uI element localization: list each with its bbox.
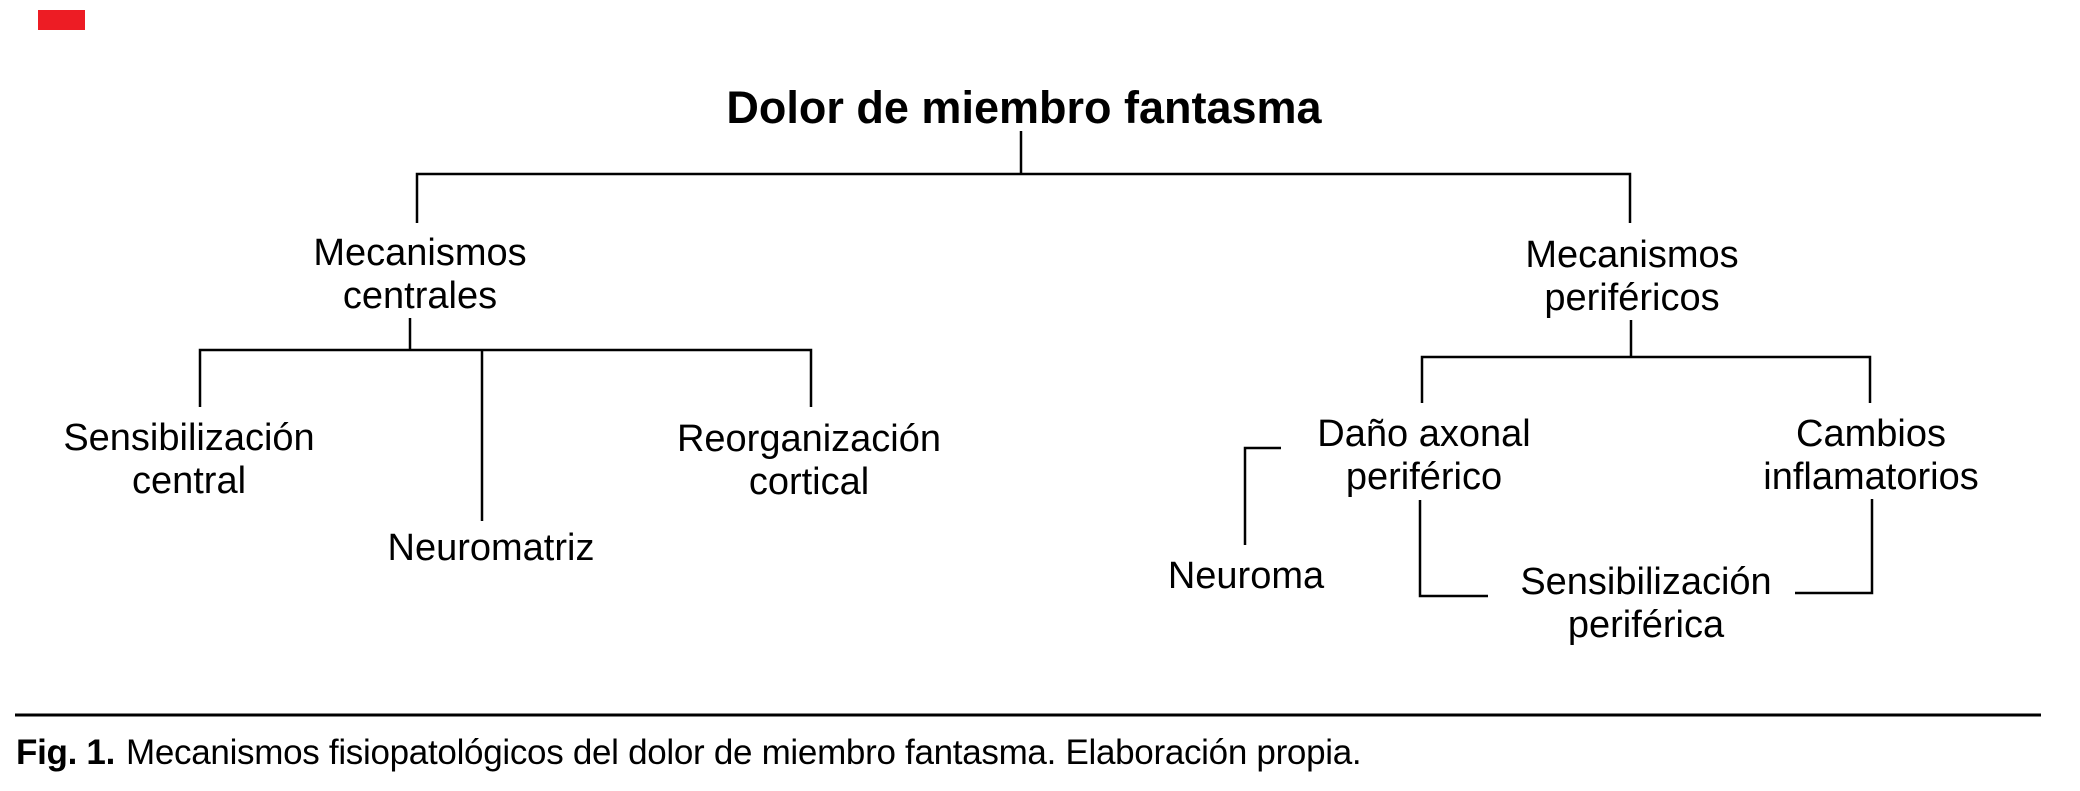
node-label-line: Neuromatriz <box>387 527 595 569</box>
node-label-line: central <box>131 460 247 502</box>
neuroma-elbow-line <box>1243 446 1281 545</box>
node-mecanismos-perifericos: Mecanismos periféricos <box>1525 234 1738 320</box>
node-label-line: periférica <box>1567 604 1725 646</box>
node-label-line: Mecanismos <box>313 232 527 274</box>
node-sensibilizacion-central: Sensibilización central <box>63 417 314 503</box>
caption-text: Mecanismos fisiopatológicos del dolor de… <box>126 733 1362 772</box>
node-label-line: inflamatorios <box>1763 456 1979 498</box>
node-dano-axonal-periferico: Daño axonal periférico <box>1317 413 1530 499</box>
node-label-line: Reorganización <box>676 418 942 460</box>
node-label-line: cortical <box>748 461 870 503</box>
node-title: Dolor de miembro fantasma <box>726 84 1321 132</box>
cambios-to-sensibilizacion-line <box>1795 499 1874 595</box>
dano-to-sensibilizacion-line <box>1418 500 1488 598</box>
node-label-line: periféricos <box>1544 277 1720 319</box>
node-label-line: Sensibilización <box>1520 561 1772 603</box>
right-subtree-connector-line <box>1420 355 1872 403</box>
node-neuroma: Neuroma <box>1168 555 1324 598</box>
node-label-line: centrales <box>342 275 498 317</box>
caption-figure-label: Fig. 1. <box>16 733 116 772</box>
node-title-label: Dolor de miembro fantasma <box>726 82 1322 133</box>
node-label-line: Mecanismos <box>1525 234 1739 276</box>
top-connector-line <box>415 172 1632 223</box>
node-sensibilizacion-periferica: Sensibilización periférica <box>1520 561 1771 647</box>
node-label-line: Neuroma <box>1167 555 1325 597</box>
node-label-line: Cambios <box>1796 413 1946 455</box>
node-label-line: Sensibilización <box>63 417 315 459</box>
figure-caption: Fig. 1. Mecanismos fisiopatológicos del d… <box>16 733 1362 773</box>
node-reorganizacion-cortical: Reorganización cortical <box>677 418 941 504</box>
corner-red-marker <box>38 10 85 30</box>
node-neuromatriz: Neuromatriz <box>388 527 595 570</box>
node-cambios-inflamatorios: Cambios inflamatorios <box>1763 413 1978 499</box>
node-label-line: Daño axonal <box>1317 413 1531 455</box>
node-label-line: periférico <box>1345 456 1503 498</box>
left-subtree-connector-line <box>198 348 813 407</box>
node-mecanismos-centrales: Mecanismos centrales <box>313 232 526 318</box>
